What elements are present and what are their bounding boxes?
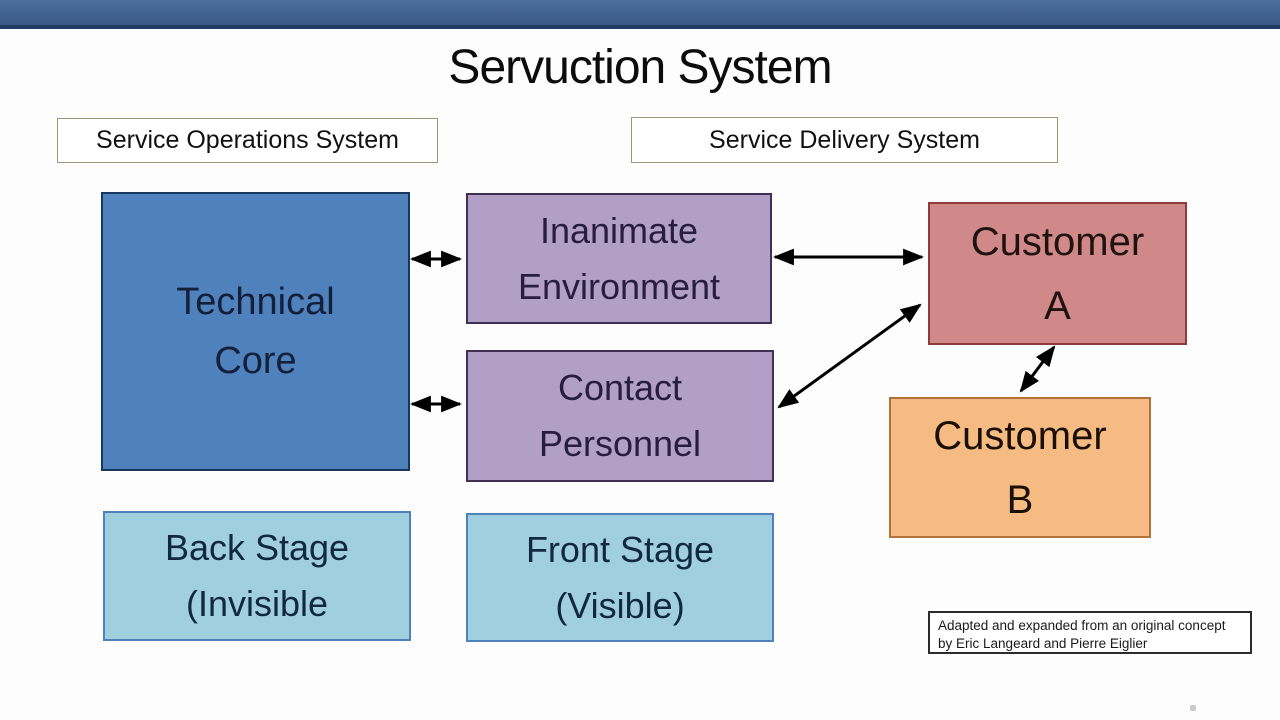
attribution-note: Adapted and expanded from an original co…: [928, 611, 1252, 654]
customer-b-line2: B: [1006, 477, 1034, 522]
customer-a-line1: Customer: [970, 219, 1145, 264]
artifact-dot: [1190, 705, 1196, 711]
label-service-operations-system: Service Operations System: [57, 118, 438, 163]
contact-personnel-line2: Personnel: [538, 423, 702, 464]
box-customer-a: Customer A: [928, 202, 1187, 345]
technical-core-line1: Technical: [176, 280, 335, 323]
slide-title: Servuction System: [448, 41, 832, 94]
box-back-stage: Back Stage (Invisible: [103, 511, 411, 641]
back-stage-line2: (Invisible: [185, 583, 329, 624]
label-service-delivery-system: Service Delivery System: [631, 117, 1058, 163]
front-stage-line2: (Visible): [555, 584, 685, 626]
technical-core-line2: Core: [214, 339, 297, 382]
label-service-delivery-system-text: Service Delivery System: [709, 125, 980, 154]
front-stage-line1: Front Stage: [525, 528, 715, 570]
label-service-operations-system-text: Service Operations System: [96, 126, 399, 154]
contact-personnel-line1: Contact: [557, 367, 683, 409]
box-technical-core: Technical Core: [101, 192, 410, 471]
back-stage-line1: Back Stage: [164, 527, 350, 569]
box-front-stage: Front Stage (Visible): [466, 513, 774, 642]
customer-a-line2: A: [1044, 283, 1071, 328]
attribution-line2: Eric Langeard and Pierre Eiglier: [956, 636, 1148, 652]
box-customer-b: Customer B: [889, 397, 1151, 538]
box-inanimate-environment: Inanimate Environment: [466, 193, 772, 324]
inanimate-environment-line1: Inanimate: [539, 209, 699, 251]
arrow-contact-personnel-customer-a: [777, 303, 922, 409]
inanimate-environment-line2: Environment: [517, 265, 721, 307]
arrow-customer-a-customer-b: [1019, 345, 1056, 393]
box-contact-personnel: Contact Personnel: [466, 350, 774, 482]
customer-b-line1: Customer: [933, 413, 1107, 458]
top-accent-bar: [0, 0, 1280, 29]
attribution-line1: Adapted and expanded from an original co…: [938, 618, 1226, 652]
